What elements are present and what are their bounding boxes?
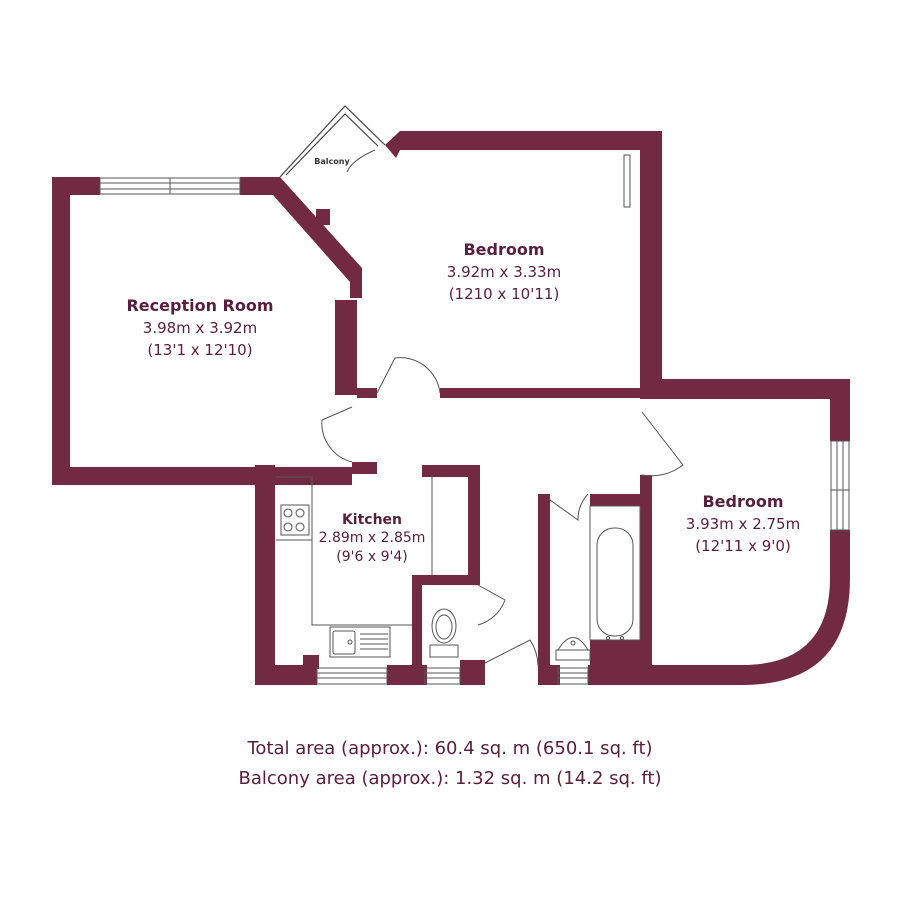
balcony-label: Balcony <box>314 157 350 166</box>
reception-name: Reception Room <box>126 296 273 315</box>
balcony: Balcony <box>279 105 386 178</box>
reception-metric: 3.98m x 3.92m <box>143 319 257 337</box>
total-area: Total area (approx.): 60.4 sq. m (650.1 … <box>247 738 653 759</box>
kitchen-window <box>316 667 388 685</box>
hob-icon <box>280 504 310 536</box>
basin-icon <box>555 637 591 685</box>
bedroom1-imperial: (1210 x 10'11) <box>449 285 560 303</box>
balcony-area: Balcony area (approx.): 1.32 sq. m (14.2… <box>238 768 662 789</box>
kitchen-sink-icon <box>329 626 391 658</box>
kitchen-imperial: (9'6 x 9'4) <box>336 549 407 565</box>
bedroom1-name: Bedroom <box>463 240 544 259</box>
bedroom2-imperial: (12'11 x 9'0) <box>695 537 791 555</box>
kitchen-walls <box>255 462 485 685</box>
reception-imperial: (13'1 x 12'10) <box>147 341 252 359</box>
wc-room <box>424 608 461 685</box>
bedroom2-metric: 3.93m x 2.75m <box>686 515 800 533</box>
kitchen-name: Kitchen <box>342 512 402 528</box>
bedroom2-walls <box>640 379 850 685</box>
reception-room-walls <box>52 177 362 485</box>
kitchen-metric: 2.89m x 2.85m <box>319 530 426 546</box>
bathtub-icon <box>589 505 641 641</box>
kitchen-worktops <box>276 476 433 626</box>
door-swings <box>321 357 684 666</box>
bathroom-walls <box>538 494 652 685</box>
bedroom1-walls <box>350 131 662 398</box>
bedroom2-window <box>830 440 850 531</box>
reception-window <box>99 177 241 195</box>
bedroom1-metric: 3.92m x 3.33m <box>447 263 561 281</box>
bedroom2-name: Bedroom <box>702 492 783 511</box>
